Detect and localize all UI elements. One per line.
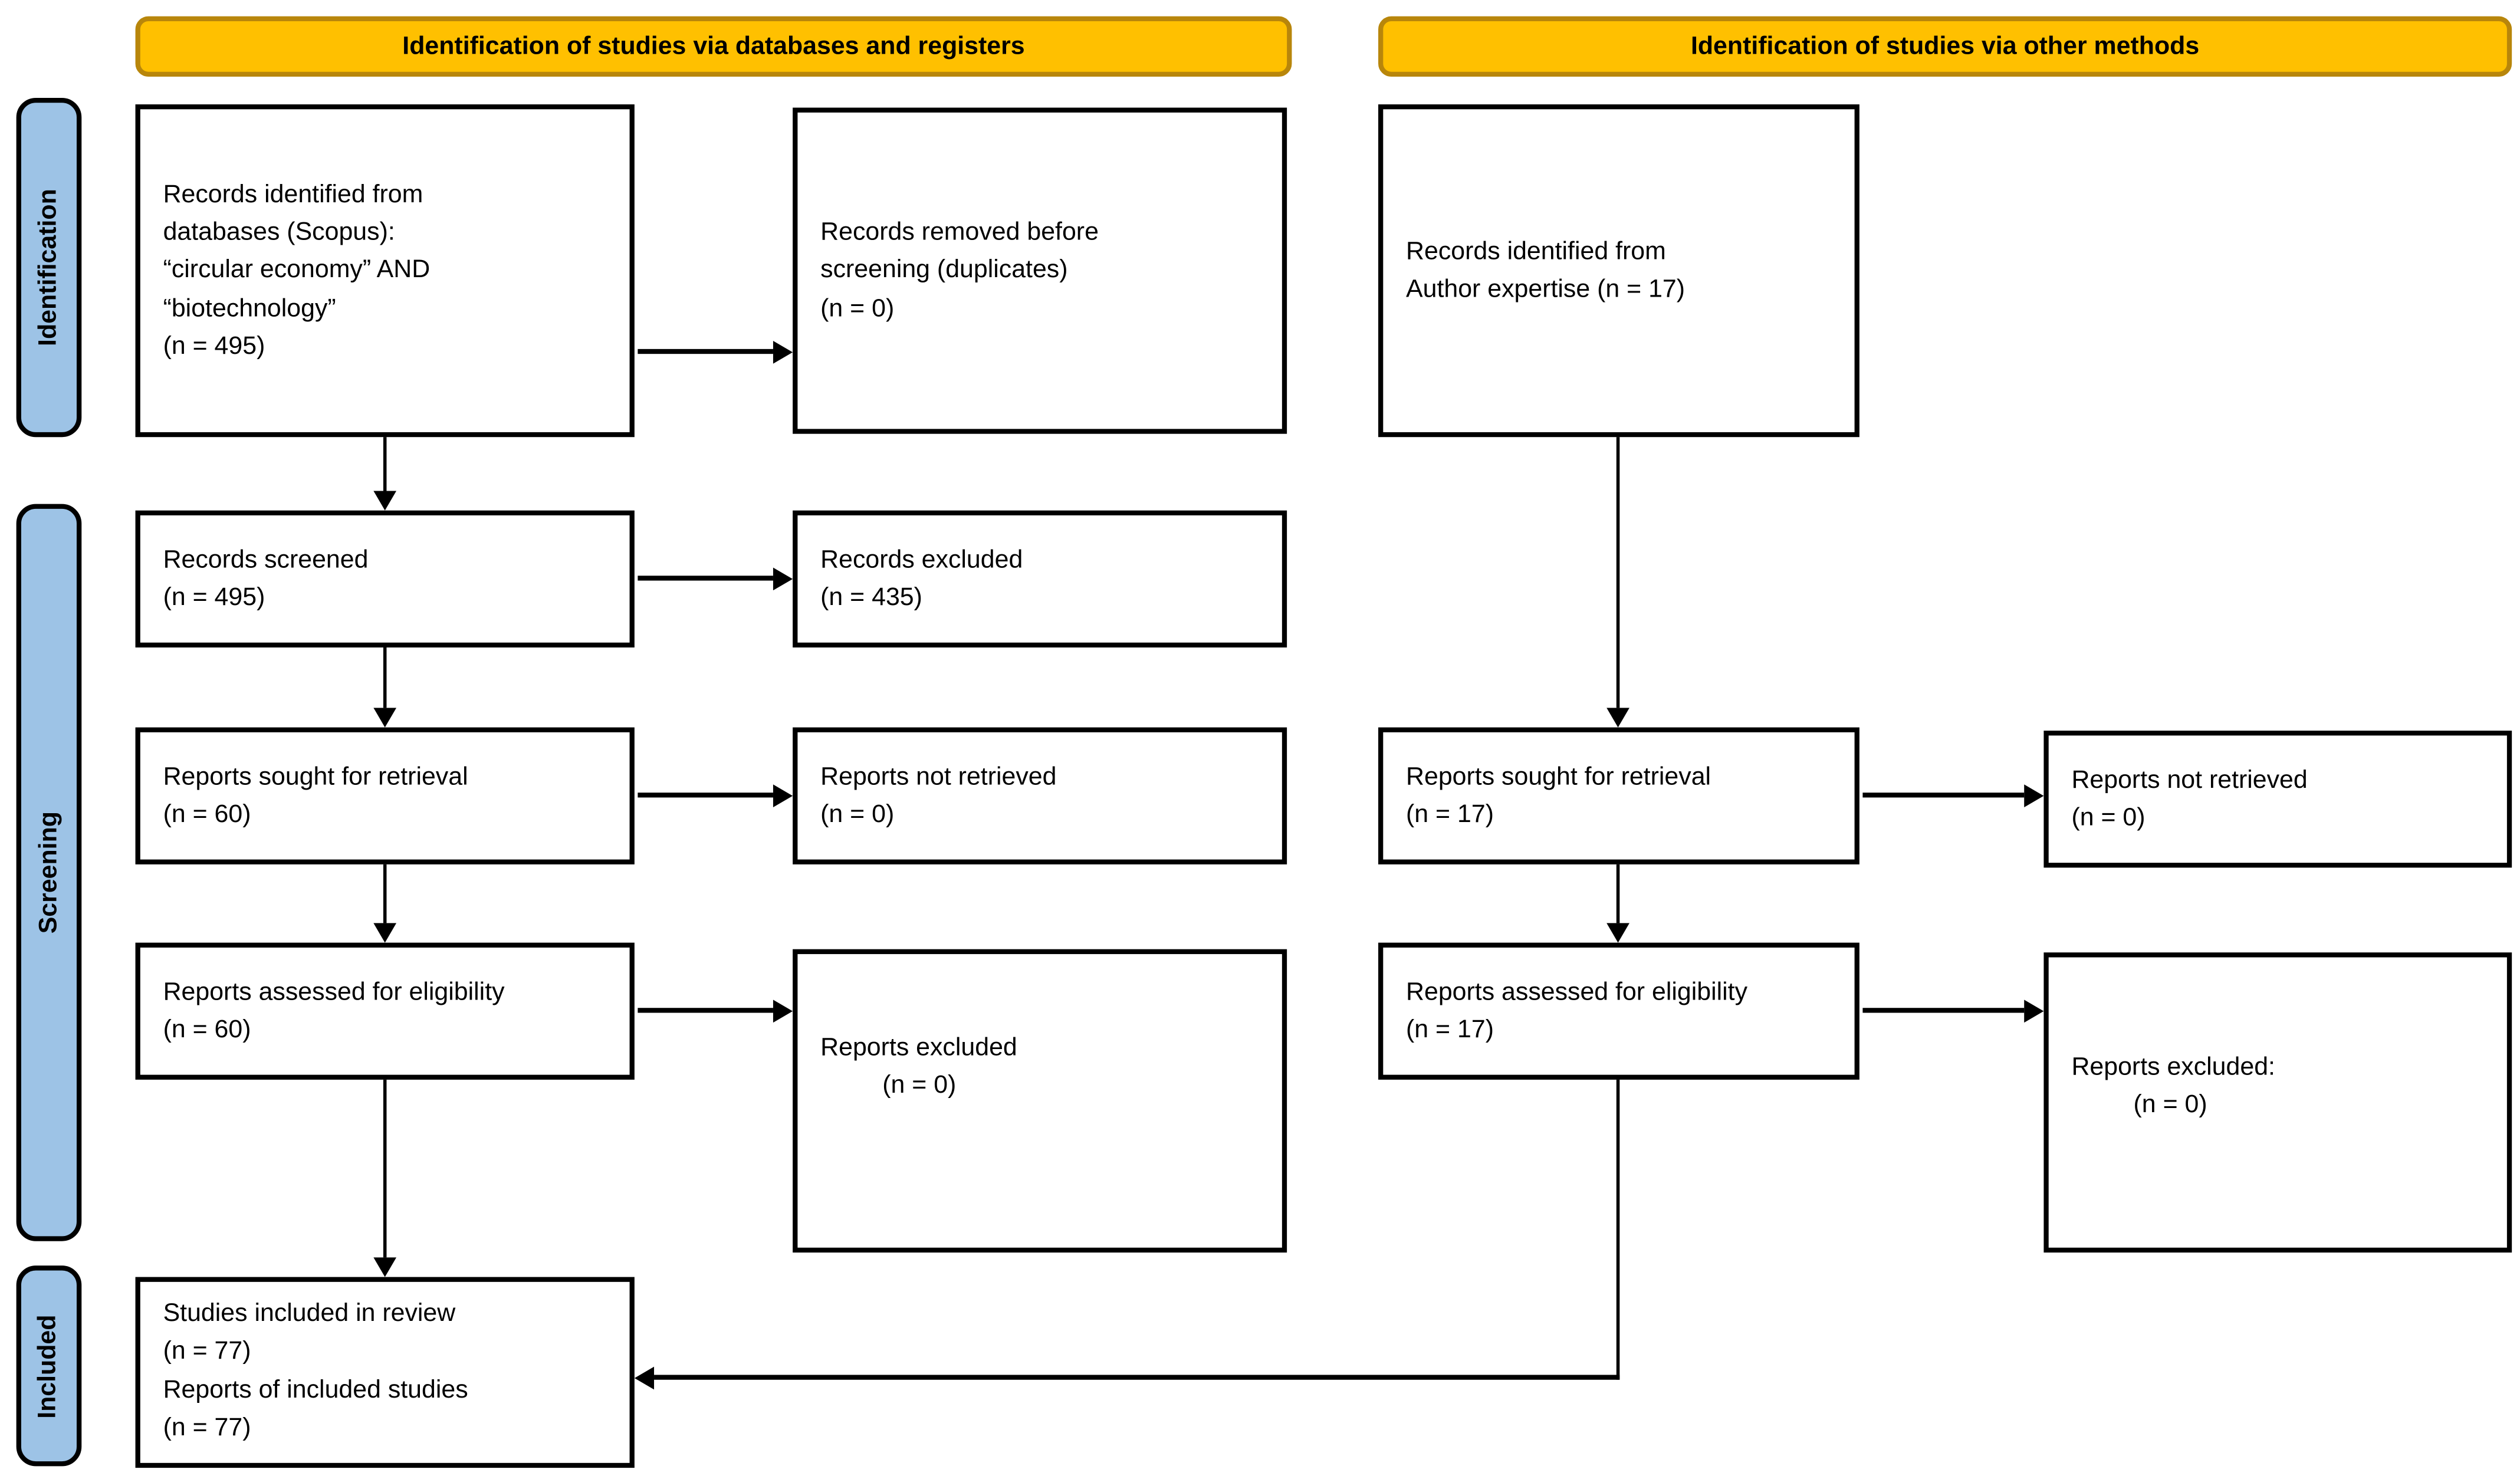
- box-text-line: Reports assessed for eligibility: [1406, 978, 1748, 1006]
- arrowhead-right-icon: [2024, 784, 2044, 808]
- connector-other-identified-to-sought: [1616, 437, 1620, 708]
- box-text-line: Reports sought for retrieval: [1406, 762, 1711, 791]
- arrowhead-down-icon: [1606, 708, 1629, 728]
- box-text-line: Records removed before: [820, 218, 1099, 246]
- box-records-excluded: Records excluded (n = 435): [793, 510, 1287, 647]
- box-db-reports-not-retrieved: Reports not retrieved (n = 0): [793, 727, 1287, 864]
- arrowhead-left-icon: [634, 1366, 655, 1390]
- box-text-line: Reports sought for retrieval: [163, 762, 468, 791]
- box-db-reports-assessed: Reports assessed for eligibility (n = 60…: [135, 942, 635, 1080]
- box-text-line: Records screened: [163, 545, 369, 574]
- stage-label-screening: Screening: [16, 504, 82, 1241]
- connector-other-assessed-to-included-vertical: [1616, 1079, 1620, 1380]
- connector-other-sought-to-not-retrieved: [1862, 793, 2025, 798]
- connector-assessed-to-included: [383, 1079, 387, 1258]
- box-other-reports-not-retrieved: Reports not retrieved (n = 0): [2043, 731, 2512, 868]
- box-text-line: (n = 0): [820, 800, 895, 829]
- connector-other-assessed-to-included-horizontal: [654, 1375, 1620, 1380]
- arrowhead-right-icon: [773, 567, 793, 591]
- box-text-line: (n = 77): [163, 1413, 251, 1442]
- box-text-line: Reports assessed for eligibility: [163, 978, 505, 1006]
- connector-identified-to-removed: [638, 349, 773, 354]
- box-records-removed-before-screening: Records removed before screening (duplic…: [793, 107, 1287, 434]
- box-text-line: Records identified from: [163, 180, 423, 209]
- box-text-line: screening (duplicates): [820, 257, 1068, 285]
- box-text-line: (n = 495): [163, 584, 265, 612]
- connector-other-sought-to-assessed: [1616, 864, 1620, 923]
- stage-label-screening-text: Screening: [34, 811, 63, 934]
- stage-label-included: Included: [16, 1265, 82, 1467]
- stage-label-included-text: Included: [34, 1314, 63, 1418]
- box-text-line: Reports of included studies: [163, 1375, 468, 1403]
- box-text-line: (n = 77): [163, 1337, 251, 1366]
- box-text-line: (n = 60): [163, 800, 251, 829]
- arrowhead-down-icon: [373, 923, 397, 943]
- box-text-line: Records excluded: [820, 545, 1023, 574]
- box-text-line: (n = 0): [2071, 804, 2146, 832]
- connector-identified-to-screened: [383, 437, 387, 491]
- box-text-line: Reports not retrieved: [2071, 766, 2308, 794]
- box-other-reports-excluded: Reports excluded: (n = 0): [2043, 952, 2512, 1253]
- box-records-screened: Records screened (n = 495): [135, 510, 635, 647]
- banner-other-methods: Identification of studies via other meth…: [1378, 16, 2512, 77]
- box-text-line: Reports excluded:: [2071, 1053, 2275, 1081]
- arrowhead-right-icon: [773, 1000, 793, 1023]
- arrowhead-down-icon: [373, 708, 397, 728]
- connector-screened-to-excluded: [638, 576, 773, 581]
- box-text-line: (n = 0): [882, 1071, 957, 1100]
- arrowhead-down-icon: [373, 1257, 397, 1277]
- connector-sought-to-assessed: [383, 864, 387, 923]
- box-records-identified-other: Records identified from Author expertise…: [1378, 104, 1859, 438]
- box-text-line: (n = 17): [1406, 1016, 1494, 1044]
- box-other-reports-assessed: Reports assessed for eligibility (n = 17…: [1378, 942, 1859, 1080]
- box-text-line: (n = 0): [820, 294, 895, 323]
- arrowhead-right-icon: [773, 341, 793, 364]
- box-text-line: “circular economy” AND: [163, 257, 431, 285]
- box-text-line: Reports excluded: [820, 1034, 1017, 1062]
- connector-screened-to-sought: [383, 647, 387, 708]
- stage-label-identification: Identification: [16, 97, 82, 438]
- box-text-line: (n = 495): [163, 332, 265, 360]
- arrowhead-right-icon: [2024, 1000, 2044, 1023]
- box-text-line: (n = 0): [2133, 1091, 2207, 1119]
- box-text-line: Studies included in review: [163, 1300, 456, 1328]
- box-text-line: Records identified from: [1406, 238, 1666, 266]
- box-db-reports-excluded: Reports excluded (n = 0): [793, 949, 1287, 1253]
- box-text-line: databases (Scopus):: [163, 218, 395, 246]
- banner-databases-registers: Identification of studies via databases …: [135, 16, 1292, 77]
- box-studies-included: Studies included in review (n = 77) Repo…: [135, 1277, 635, 1468]
- box-text-line: Reports not retrieved: [820, 762, 1057, 791]
- box-text-line: (n = 60): [163, 1016, 251, 1044]
- box-text-line: Author expertise (n = 17): [1406, 275, 1686, 304]
- box-other-reports-sought: Reports sought for retrieval (n = 17): [1378, 727, 1859, 864]
- stage-label-identification-text: Identification: [34, 189, 63, 346]
- connector-assessed-to-excluded: [638, 1008, 773, 1013]
- arrowhead-right-icon: [773, 784, 793, 808]
- box-text-line: “biotechnology”: [163, 294, 336, 323]
- box-text-line: (n = 17): [1406, 800, 1494, 829]
- arrowhead-down-icon: [1606, 923, 1629, 943]
- box-records-identified-databases: Records identified from databases (Scopu…: [135, 104, 635, 438]
- arrowhead-down-icon: [373, 491, 397, 511]
- box-db-reports-sought: Reports sought for retrieval (n = 60): [135, 727, 635, 864]
- connector-sought-to-not-retrieved: [638, 793, 773, 798]
- connector-other-assessed-to-excluded: [1862, 1008, 2025, 1013]
- box-text-line: (n = 435): [820, 584, 922, 612]
